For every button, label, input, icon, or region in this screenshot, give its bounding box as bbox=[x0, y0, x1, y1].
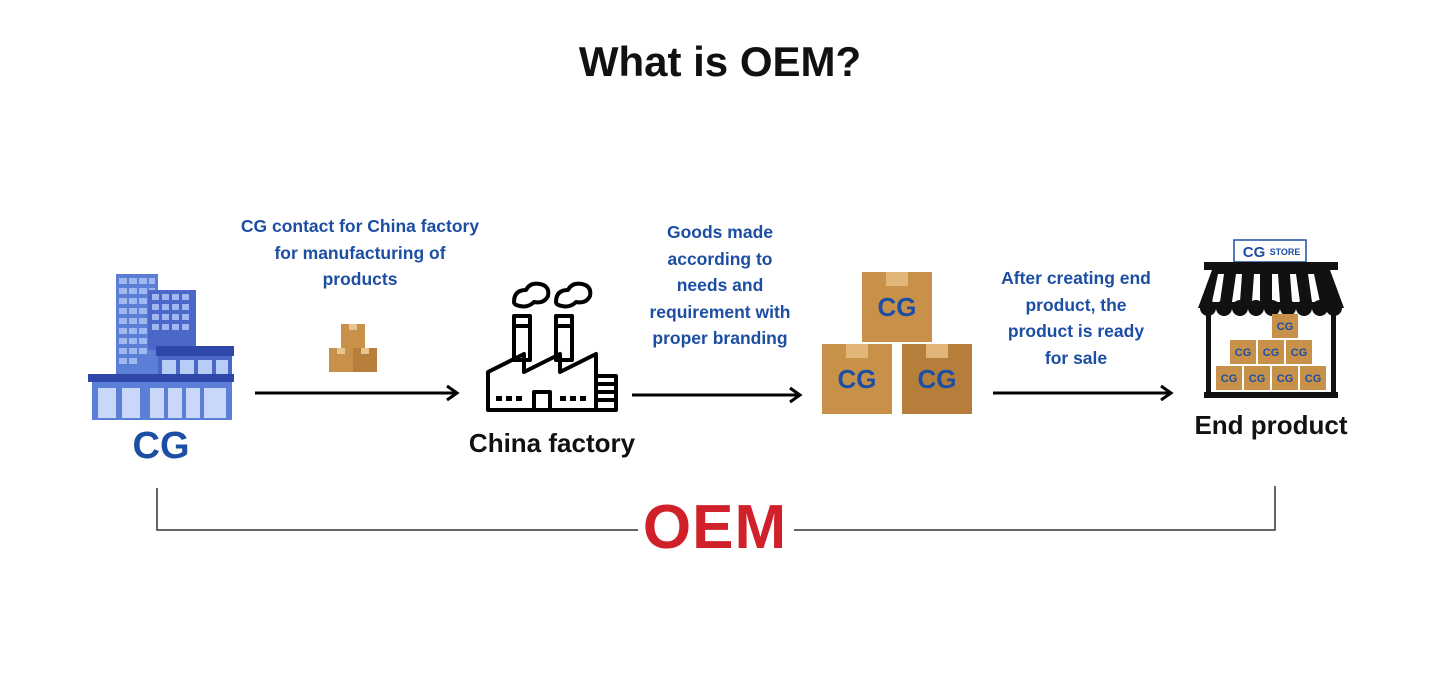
store-box-logo: CG bbox=[1305, 373, 1322, 385]
step-2-line: requirement with bbox=[649, 301, 791, 322]
end-product-label: End product bbox=[1194, 410, 1348, 440]
step-1-description: CG contact for China factory for manufac… bbox=[220, 213, 500, 293]
cg-logo: CG bbox=[133, 425, 190, 467]
factory-label: China factory bbox=[468, 428, 636, 458]
box-logo: CG bbox=[838, 364, 877, 394]
store-box-logo: CG bbox=[1221, 373, 1238, 385]
store-sign-brand: CG bbox=[1243, 244, 1266, 261]
oem-label: OEM bbox=[642, 493, 788, 562]
step-1-line: for manufacturing of bbox=[274, 242, 446, 263]
page-title: What is OEM? bbox=[578, 38, 862, 85]
step-2-line: needs and bbox=[676, 275, 764, 295]
step-3-line: After creating end bbox=[1001, 268, 1151, 288]
arrow-icon bbox=[255, 384, 460, 402]
oem-bracket bbox=[156, 486, 1276, 531]
store-box-logo: CG bbox=[1277, 373, 1294, 385]
box-logo: CG bbox=[918, 364, 957, 394]
step-2-line: Goods made bbox=[667, 222, 773, 242]
step-1-line: CG contact for China factory bbox=[240, 216, 480, 236]
store-sign-word: STORE bbox=[1270, 247, 1301, 257]
arrow-icon bbox=[632, 386, 803, 404]
store-box-logo: CG bbox=[1291, 347, 1308, 359]
step-2-description: Goods made according to needs and requir… bbox=[630, 219, 810, 352]
store-box-logo: CG bbox=[1235, 347, 1252, 359]
step-3-line: product is ready bbox=[1007, 321, 1145, 341]
cg-boxes-icon: CG CG CG bbox=[822, 272, 972, 414]
box-logo: CG bbox=[878, 292, 917, 322]
company-logo-text: CG bbox=[133, 425, 190, 467]
small-boxes-icon bbox=[329, 324, 377, 372]
step-2-line: according to bbox=[667, 248, 773, 269]
building-icon bbox=[88, 274, 234, 420]
step-1-line: products bbox=[322, 269, 398, 289]
arrow-icon bbox=[993, 384, 1174, 402]
step-3-line: for sale bbox=[1044, 347, 1108, 368]
store-box-logo: CG bbox=[1249, 373, 1266, 385]
step-3-line: product, the bbox=[1025, 294, 1127, 315]
store-box-logo: CG bbox=[1263, 347, 1280, 359]
step-3-description: After creating end product, the product … bbox=[980, 265, 1172, 371]
step-2-line: proper branding bbox=[652, 328, 788, 348]
store-box-logo: CG bbox=[1277, 321, 1294, 333]
store-icon: CG STORE CG CG CG CG CG CG CG CG bbox=[1198, 239, 1344, 398]
factory-icon bbox=[486, 281, 618, 412]
